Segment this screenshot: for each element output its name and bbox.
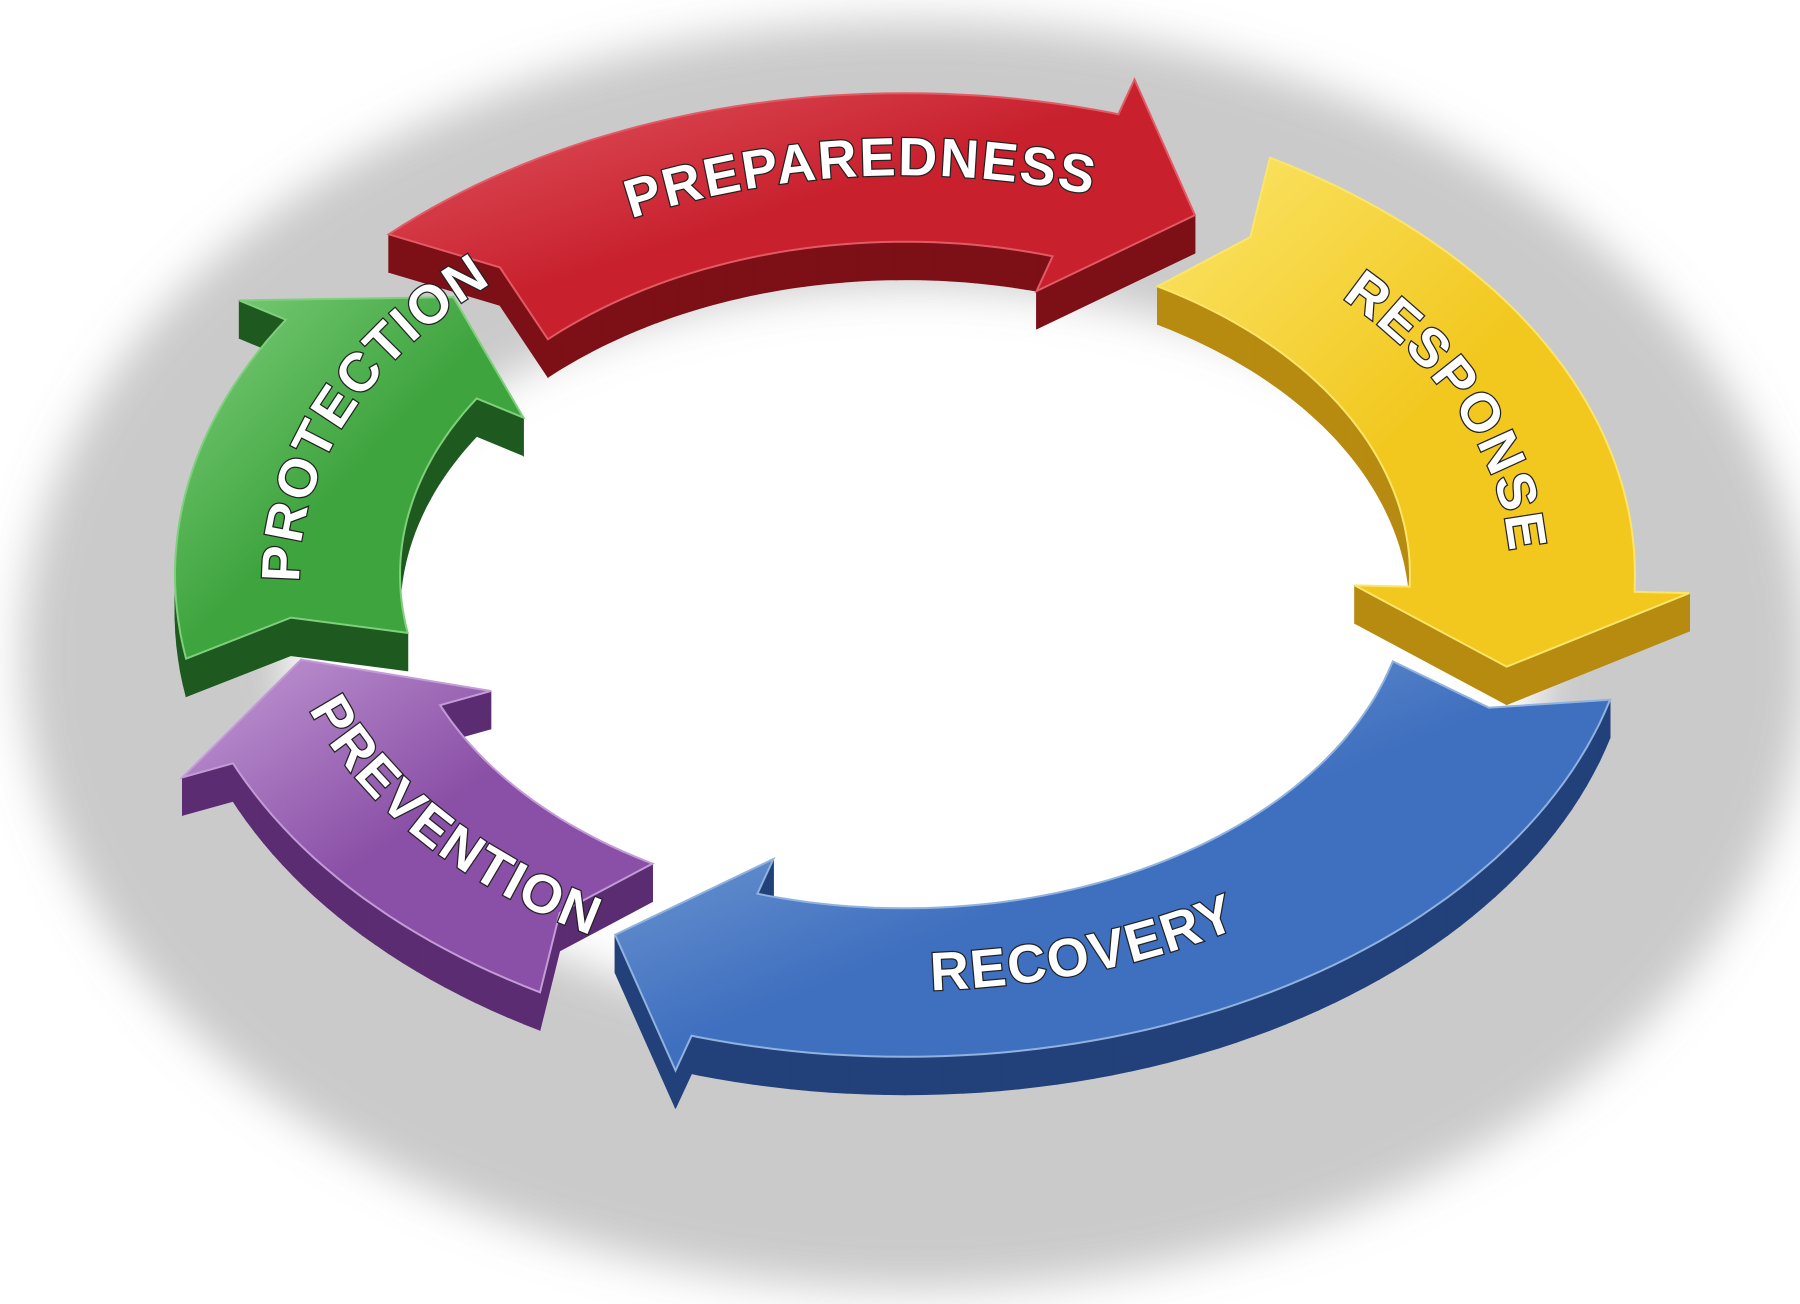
arrow-protection <box>173 296 526 661</box>
arrow-response <box>1155 156 1690 668</box>
arrow-recovery <box>613 659 1612 1073</box>
arrow-preparedness <box>386 77 1197 341</box>
arrow-prevention <box>178 658 655 994</box>
ring-top-faces <box>173 77 1690 1073</box>
